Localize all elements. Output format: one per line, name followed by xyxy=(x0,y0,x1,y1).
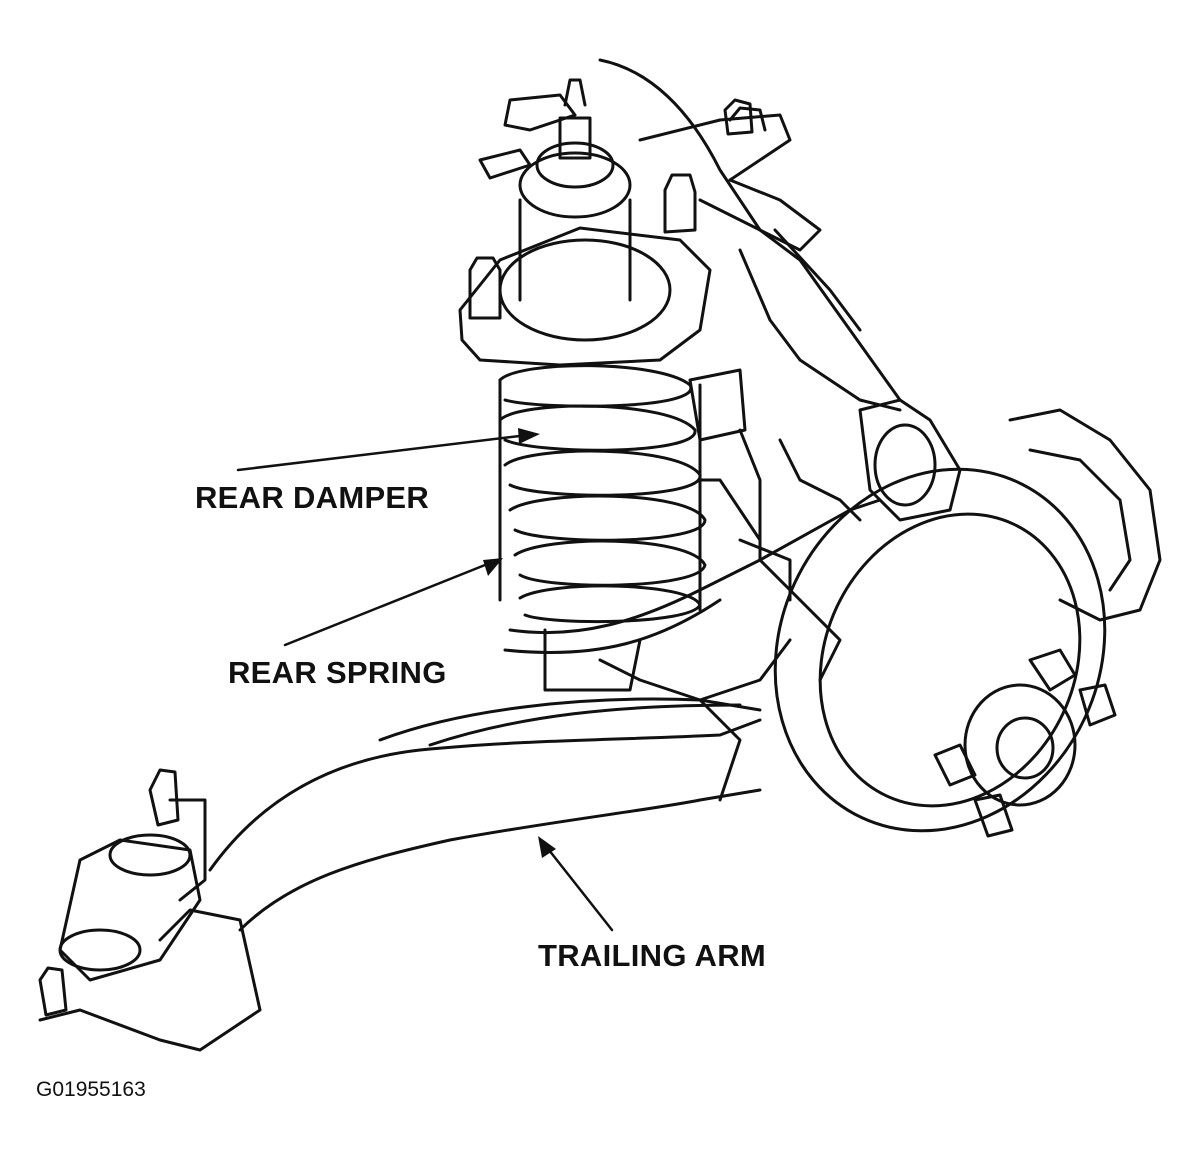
trailing-arm-arrowhead xyxy=(538,836,556,858)
rear-damper-leader xyxy=(236,433,530,472)
leader-lines xyxy=(236,433,614,932)
trailing-arm-bushing xyxy=(38,768,262,1052)
brake-lines xyxy=(378,438,882,747)
rear-spring-label: REAR SPRING xyxy=(228,655,447,690)
mount-studs xyxy=(468,78,754,320)
rear-damper-label: REAR DAMPER xyxy=(195,480,430,515)
brake-caliper xyxy=(858,398,1162,622)
damper-top xyxy=(518,116,632,302)
rear-spring-leader xyxy=(283,561,492,647)
rear-spring-arrowhead xyxy=(483,558,503,576)
leader-arrows xyxy=(483,428,556,858)
figure-code: G01955163 xyxy=(36,1078,146,1101)
trailing-arm-leader xyxy=(543,843,614,932)
rear-damper-arrowhead xyxy=(518,428,540,444)
trailing-arm-label: TRAILING ARM xyxy=(538,938,767,973)
brake-rotor xyxy=(773,467,1117,838)
spring-seat xyxy=(458,226,712,367)
coil-spring xyxy=(498,364,707,692)
trailing-arm-shape xyxy=(208,698,762,932)
